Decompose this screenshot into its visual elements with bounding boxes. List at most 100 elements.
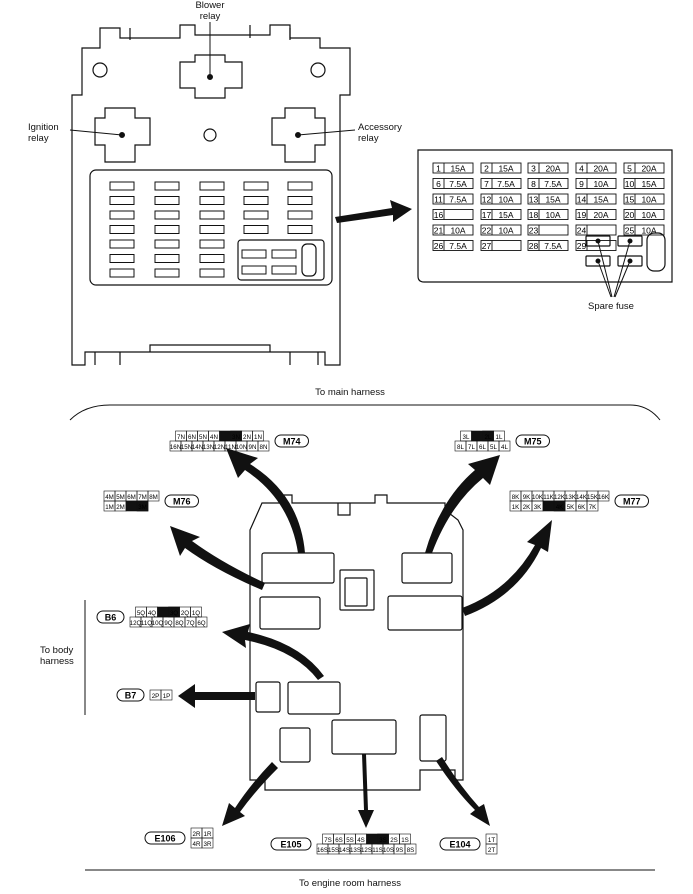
pin-cell (201, 837, 214, 849)
pin-label: 7S (324, 837, 332, 844)
fuse-amperage: 7.5A (497, 179, 515, 189)
pin-label: 2P (152, 693, 160, 700)
fuse-cell-box (432, 240, 474, 251)
pin-label: 2K (523, 504, 531, 511)
fuse-amperage: 15A (545, 194, 560, 204)
blower-relay-label-line2: relay (199, 11, 221, 22)
fuse-number: 27 (482, 241, 492, 251)
pin-label: 10S (383, 847, 394, 854)
b6-socket (287, 681, 341, 715)
pin-label: 5S (346, 837, 354, 844)
fuse-number: 8 (531, 179, 536, 189)
fuse-slot (109, 268, 135, 278)
fuse-slot (199, 181, 225, 191)
pin-label: 4R (193, 841, 201, 848)
fuse-cell-box (623, 209, 665, 220)
ignition-relay-label-line1: Ignition (28, 122, 59, 133)
pin-label: 3N (232, 434, 240, 441)
pin-cell (485, 843, 498, 855)
fuse-number: 24 (577, 225, 587, 235)
arrow-m76 (170, 526, 265, 590)
connector-id-badge (116, 688, 145, 702)
pin-label: 13N (203, 444, 214, 451)
fuse-number: 17 (482, 210, 492, 220)
fuse-cell-box (527, 193, 569, 205)
pin-label: 4S (357, 837, 365, 844)
accessory-relay-label-line1: Accessory (358, 122, 402, 133)
arrow-to-fuse-table (335, 200, 412, 223)
fuse-slot (241, 265, 267, 275)
arrow-m75 (425, 455, 500, 553)
connector-id: M76 (173, 496, 191, 506)
fuse-amperage: 10A (545, 210, 560, 220)
pin-cell (136, 500, 149, 512)
pin-cell (147, 490, 160, 502)
fuse-number: 16 (434, 210, 444, 220)
fuse-cell-box (432, 209, 474, 220)
ignition-relay-shape (94, 107, 151, 163)
pin-label: 9K (523, 494, 531, 501)
connector-id: E105 (280, 839, 301, 849)
arrow-m77 (462, 520, 552, 616)
fuse-cell-box (575, 178, 617, 189)
fuse-number: 14 (577, 194, 587, 204)
pin-label: 6Q (197, 620, 205, 627)
fuse-number: 22 (482, 225, 492, 235)
accessory-relay-label-line2: relay (358, 133, 379, 144)
pin-label: 3L (463, 434, 470, 441)
pin-label: 11N (225, 444, 236, 451)
connector-id: E106 (154, 833, 175, 843)
fuse-number: 11 (434, 194, 443, 204)
pin-label: 8M (149, 494, 158, 501)
connector-id: M74 (283, 436, 301, 446)
fuse-number: 4 (579, 163, 584, 173)
spare-fuse-label: Spare fuse (588, 301, 634, 312)
pin-label: 3R (204, 841, 212, 848)
fuse-number: 28 (529, 241, 539, 251)
fuse-number: 10 (625, 179, 635, 189)
fuse-number: 20 (625, 210, 635, 220)
fuse-cell: 16 (432, 209, 474, 220)
fuse-cell-box (480, 193, 522, 205)
fuse-slot (154, 210, 180, 220)
fuse-number: 3 (531, 163, 536, 173)
fuse-slot (154, 181, 180, 191)
pin-label: 12Q (130, 620, 142, 627)
b7-socket (255, 681, 281, 713)
fuse-slot (271, 249, 297, 259)
pin-label: 2R (193, 831, 201, 838)
fuse-slot (109, 239, 135, 249)
fuse-amperage: 10A (498, 225, 513, 235)
fuse-cell: 27 (480, 240, 522, 251)
pin-label: 9N (249, 444, 257, 451)
fuse-amperage: 7.5A (449, 241, 467, 251)
connector-id-badge (96, 610, 125, 624)
pin-label: 5M (116, 494, 125, 501)
pin-label: 13K (565, 494, 577, 501)
engine-room-harness-label: To engine room harness (299, 878, 401, 889)
pin-label: 11Q (141, 620, 152, 627)
fuse-slot (243, 181, 269, 191)
pin-label: 1P (163, 693, 171, 700)
pin-label: 1S (401, 837, 409, 844)
fuse-number: 23 (529, 225, 539, 235)
e105-socket (331, 719, 397, 755)
body-harness-label-line2: harness (40, 656, 74, 667)
pin-label: 8N (260, 444, 268, 451)
connector-id-badge (164, 494, 199, 508)
